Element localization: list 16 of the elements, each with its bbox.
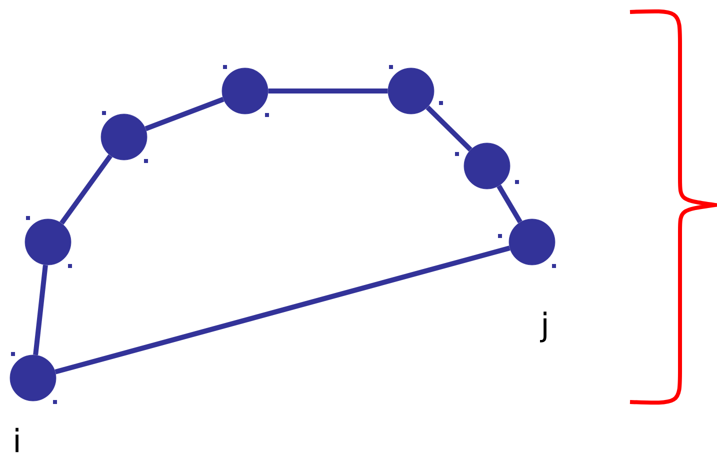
graph-vertex — [10, 354, 56, 402]
graph-vertex — [100, 114, 148, 160]
graph-vertex — [508, 218, 556, 266]
edge-line — [144, 96, 224, 132]
edge-line — [54, 246, 510, 374]
graph-vertex — [24, 218, 72, 266]
graph-vertex — [464, 142, 510, 190]
edge-line — [33, 264, 48, 356]
vertex-label: i — [16, 428, 18, 452]
graph-vertex — [222, 68, 268, 114]
edge-line — [496, 184, 522, 224]
edge-line — [268, 88, 388, 94]
edge-line — [60, 154, 112, 225]
edge-line — [426, 106, 472, 152]
vertex-label: j — [540, 312, 546, 342]
graph-vertex — [388, 68, 434, 114]
